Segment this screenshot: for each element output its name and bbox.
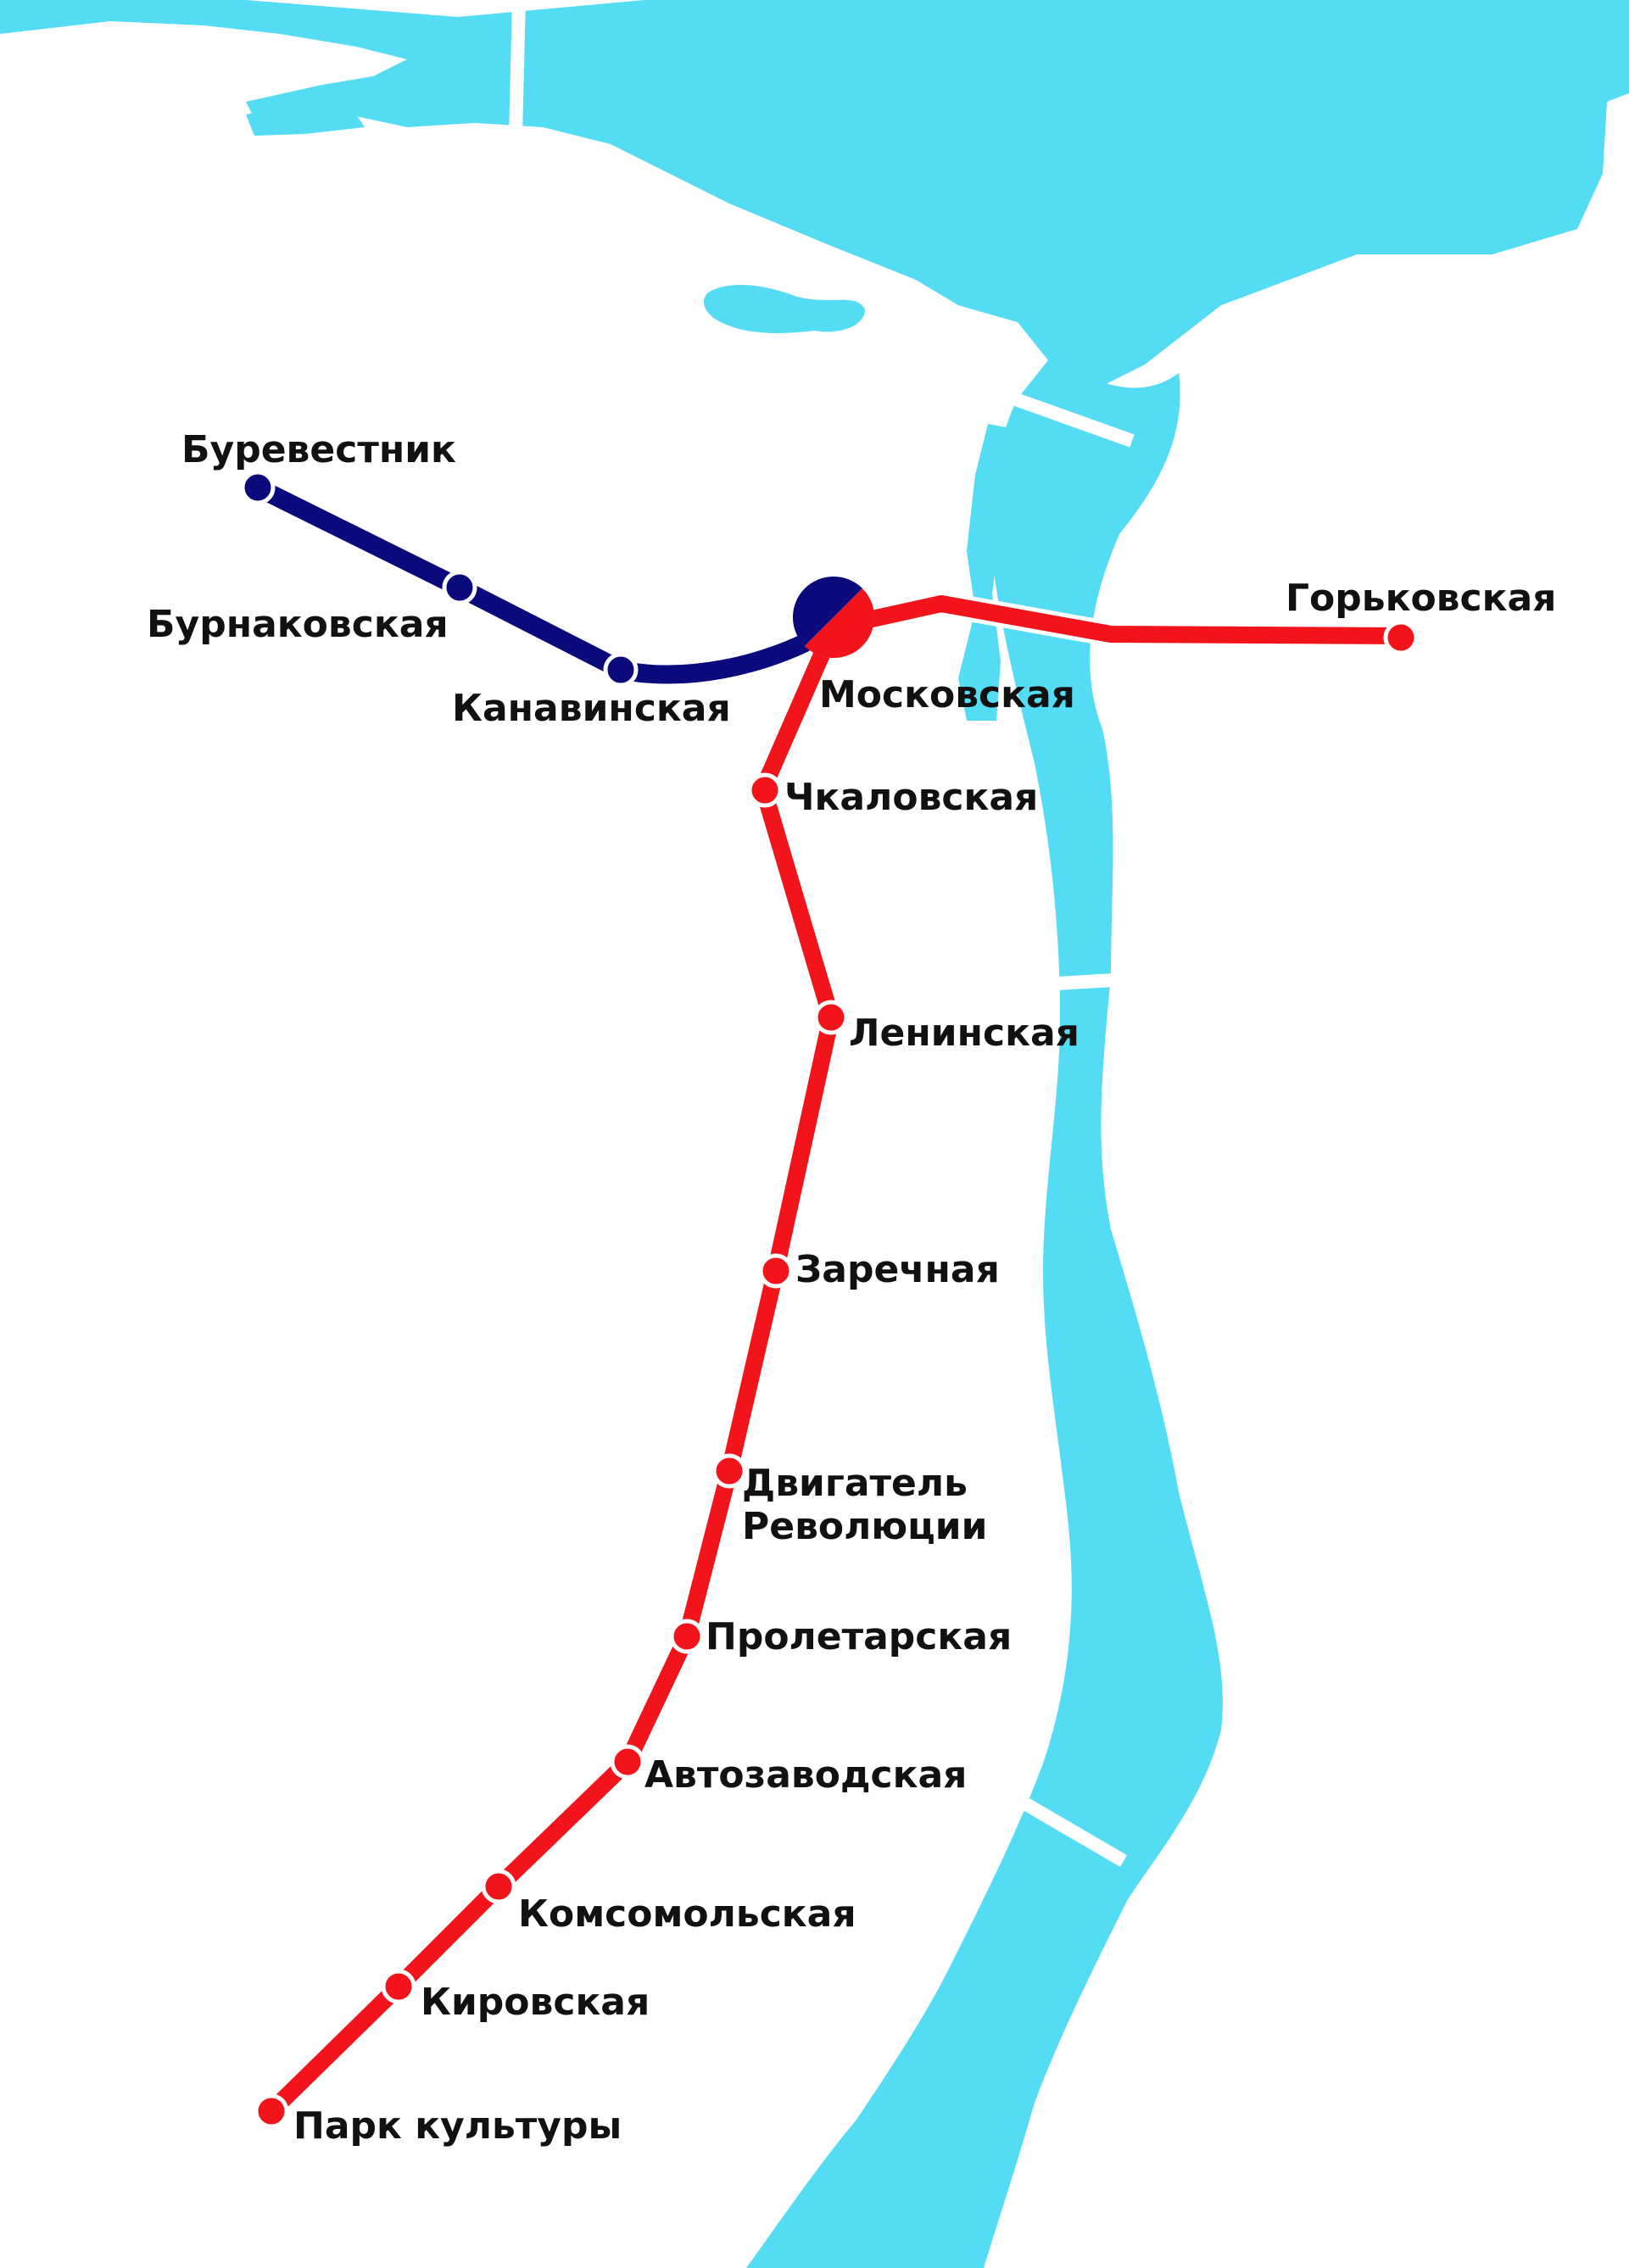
bridge-volga-1 [983, 972, 1129, 995]
blue-stations [240, 470, 639, 688]
label-zarechnaya: Заречная [795, 1248, 1000, 1291]
label-komsomolskaya: Комсомольская [518, 1892, 856, 1936]
station-gorkovskaya[interactable] [1383, 620, 1419, 655]
station-labels: Буревестник Бурнаковская Канавинская Мос… [147, 428, 1556, 2148]
station-kirovskaya[interactable] [381, 1969, 416, 2004]
blue-line-track [245, 475, 846, 688]
label-moskovskaya: Московская [819, 673, 1075, 716]
station-leninskaya[interactable] [813, 1000, 849, 1035]
bridge-oka-1 [509, 0, 526, 137]
oka-backwater [246, 109, 365, 136]
label-kanavinskaya: Канавинская [452, 687, 731, 730]
station-chkalovskaya[interactable] [747, 772, 783, 808]
oka-river [0, 0, 1629, 390]
volga-island [958, 424, 1035, 721]
oka-right-channel [1102, 141, 1492, 263]
bridge-oka-2 [1011, 392, 1135, 448]
bridges [509, 0, 1135, 1867]
label-dvigatel: Двигатель [742, 1462, 968, 1505]
volga-inlet [1085, 1306, 1111, 1458]
station-kanavinskaya[interactable] [603, 652, 639, 688]
oka-island [704, 284, 865, 333]
label-burnakovskaya: Бурнаковская [147, 603, 449, 646]
station-avtozavodskaya[interactable] [610, 1744, 645, 1780]
station-proletarskaya[interactable] [669, 1619, 705, 1654]
red-line-track [259, 591, 1414, 2124]
blue-line [245, 475, 846, 688]
red-line-track-core [263, 595, 1409, 2120]
label-avtozavodskaya: Автозаводская [644, 1753, 967, 1797]
label-gorkovskaya: Горьковская [1286, 577, 1556, 620]
station-dvigatel-revolyutsii[interactable] [711, 1453, 747, 1489]
label-burevestnik: Буревестник [181, 428, 456, 471]
blue-line-track-core [248, 478, 843, 684]
station-burevestnik[interactable] [240, 470, 276, 505]
station-komsomolskaya[interactable] [481, 1869, 516, 1904]
label-chkalovskaya: Чкаловская [784, 776, 1038, 819]
interchange-blue-half [792, 576, 862, 646]
label-park-kultury: Парк культуры [293, 2104, 622, 2148]
station-burnakovskaya[interactable] [442, 570, 477, 605]
label-revolyutsii: Революции [742, 1505, 987, 1548]
station-moskovskaya[interactable] [792, 576, 875, 659]
label-proletarskaya: Пролетарская [706, 1615, 1012, 1658]
red-stations [254, 620, 1419, 2129]
interchange-red-half [805, 588, 875, 659]
station-zarechnaya[interactable] [758, 1253, 794, 1289]
bridge-volga-2 [1018, 1796, 1128, 1867]
station-park-kultury[interactable] [254, 2093, 289, 2129]
red-line [259, 591, 1414, 2124]
label-leninskaya: Ленинская [849, 1011, 1079, 1055]
label-kirovskaya: Кировская [421, 1981, 650, 2024]
volga-river [746, 356, 1223, 2268]
